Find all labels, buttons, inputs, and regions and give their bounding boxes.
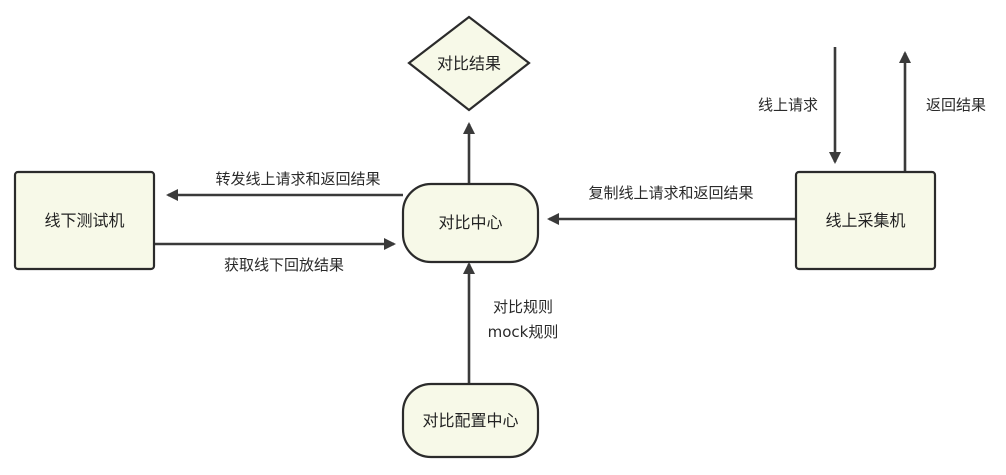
online-collector-node	[794, 170, 937, 271]
label-forward-online-request: 转发线上请求和返回结果	[215, 170, 380, 188]
compare-result-node	[407, 15, 531, 112]
offline-tester-node	[13, 170, 156, 271]
compare-center-label: 对比中心	[438, 213, 502, 232]
compare-config-center-label: 对比配置中心	[422, 411, 518, 430]
offline-tester-label: 线下测试机	[44, 211, 124, 230]
compare-config-center-node	[401, 382, 540, 459]
compare-center-node	[401, 182, 540, 264]
label-fetch-offline-replay: 获取线下回放结果	[224, 256, 344, 274]
label-mock-rules: mock规则	[488, 323, 559, 341]
compare-result-label: 对比结果	[437, 54, 501, 73]
label-online-request: 线上请求	[758, 96, 818, 114]
online-collector-label: 线上采集机	[825, 211, 905, 230]
label-copy-online-request: 复制线上请求和返回结果	[588, 184, 753, 202]
label-compare-rules: 对比规则	[493, 298, 553, 316]
label-return-result: 返回结果	[926, 96, 986, 114]
